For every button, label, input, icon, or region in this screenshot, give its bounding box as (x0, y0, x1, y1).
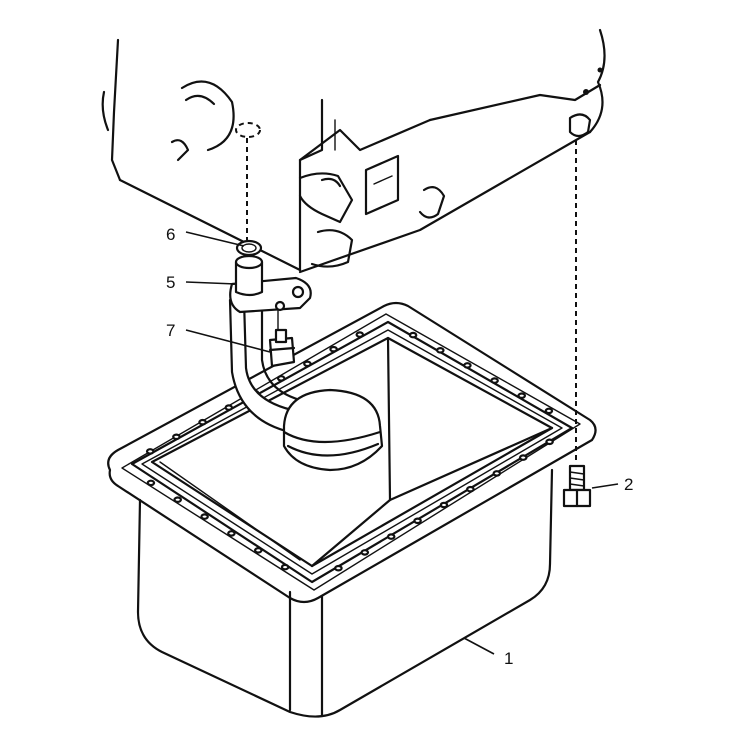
flange-bolt-hole (518, 454, 528, 461)
flange-bolt-hole (172, 433, 181, 441)
flange-bolt-hole (439, 501, 449, 509)
flange-bolt-hole (355, 331, 365, 338)
flange-bolt-hole (280, 563, 290, 571)
alignment-lines (246, 138, 577, 462)
flange-bolt-hole (329, 345, 338, 353)
flange-bolt-hole (492, 470, 502, 477)
callout-2: 2 (624, 475, 633, 494)
oil-strainer (228, 239, 384, 472)
flange-bolt-hole (303, 360, 312, 368)
flange-bolt-hole (386, 533, 396, 540)
flange-bolt-hole (227, 530, 236, 537)
leader-lines (185, 231, 619, 655)
pan-bolt (562, 464, 592, 508)
oil-pan (107, 301, 597, 718)
flange-bolt-hole (173, 496, 183, 504)
flange-bolt-hole (253, 546, 263, 554)
flange-bolt-hole (200, 513, 209, 520)
callout-6: 6 (166, 225, 175, 244)
flange-bolt-hole (463, 362, 472, 369)
engine-block (101, 28, 606, 274)
flange-bolt-hole (360, 549, 370, 556)
callout-labels: 6 5 7 2 1 (166, 225, 633, 668)
flange-bolt-hole (490, 377, 499, 384)
flange-bolt-hole (545, 438, 554, 446)
flange-bolt-hole (408, 331, 418, 339)
callout-5: 5 (166, 273, 175, 292)
flange-bolt-hole (435, 346, 445, 354)
flange-bolt-hole (146, 479, 156, 487)
flange-bolt-hole (276, 375, 286, 382)
flange-bolt-hole (224, 404, 234, 411)
flange-bolt-hole (466, 485, 475, 493)
flange-bolt-hole (413, 517, 422, 525)
flange-bolt-hole (544, 407, 554, 415)
flange-bolt-hole (517, 392, 527, 400)
callout-7: 7 (166, 321, 175, 340)
callout-1: 1 (504, 649, 513, 668)
flange-bolt-hole (198, 418, 207, 426)
flange-bolt-hole (145, 448, 155, 455)
flange-bolt-hole (334, 564, 343, 572)
